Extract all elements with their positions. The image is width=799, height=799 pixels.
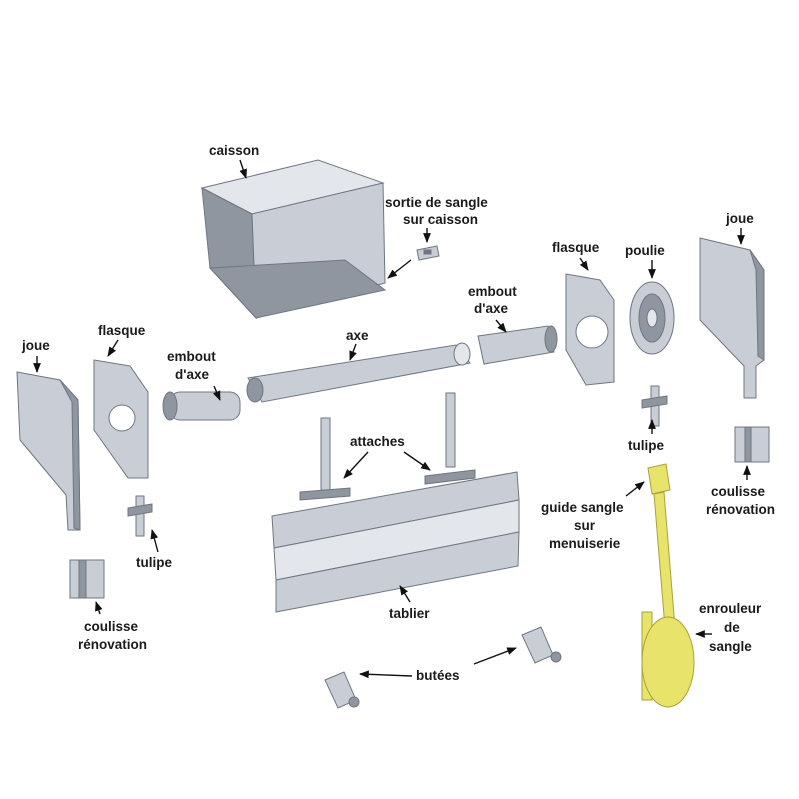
sortie-de-sangle-part [416,245,440,261]
flasque-left-part [93,359,149,479]
arrow-axe [349,343,357,361]
enrouleur-part [641,611,695,708]
label-poulie: poulie [625,243,665,258]
embout-left-part [162,391,241,421]
coulisse-left-part [69,559,105,599]
flasque-right-part [565,273,615,386]
arrow-tulipe-left [150,529,159,553]
caisson-part [200,159,387,320]
label-enrouleur-line2: de [724,620,740,635]
joue-right-part [699,237,765,399]
label-coulisse-right-line1: coulisse [711,484,766,499]
label-joue-right: joue [725,211,754,226]
joue-left-part [16,371,81,531]
arrow-sortie [387,259,412,279]
label-enrouleur-line3: sangle [709,639,752,654]
arrow-caisson [239,159,247,179]
arrow-butees-left [359,670,413,679]
label-guide-line3: menuiserie [549,536,621,551]
label-tulipe-right: tulipe [628,438,664,453]
label-sortie-line2: sur caisson [403,212,478,227]
label-axe: axe [346,328,369,343]
label-enrouleur-line1: enrouleur [699,601,762,616]
label-tulipe-left: tulipe [136,555,172,570]
label-flasque-right: flasque [552,240,600,255]
arrow-coulisse-left [95,601,103,615]
arrow-guide-sangle [625,481,645,497]
label-coulisse-left-line2: rénovation [78,637,147,652]
label-coulisse-right-line2: rénovation [706,502,775,517]
label-embout-left-line1: embout [167,349,216,364]
label-coulisse-left-line1: coulisse [84,619,139,634]
tulipe-right-part [641,385,668,427]
arrow-embout-left [212,385,221,401]
arrow-flasque-right [579,257,589,271]
axe-part [246,342,471,403]
butee-right-part [521,626,562,664]
label-guide-line1: guide sangle [541,500,624,515]
poulie-part [629,281,675,355]
label-joue-left: joue [21,338,50,353]
label-guide-line2: sur [574,518,596,533]
butee-left-part [324,671,360,709]
tablier-part [271,471,520,613]
attaches-part [299,392,476,501]
label-embout-left-line2: d'axe [175,367,209,382]
arrow-flasque-left [107,339,119,357]
tulipe-left-part [127,495,153,537]
arrow-attaches-left [343,451,369,479]
label-butees: butées [416,668,460,683]
label-flasque-left: flasque [98,323,146,338]
embout-right-part [477,325,558,365]
label-attaches: attaches [350,434,405,449]
label-tablier: tablier [389,606,430,621]
arrow-embout-right [495,319,507,333]
label-embout-right-line1: embout [468,284,517,299]
arrow-tablier [399,585,411,603]
guide-sangle-part [647,463,671,495]
coulisse-right-part [734,426,770,463]
arrow-butees-right [473,647,517,665]
label-caisson: caisson [209,143,259,158]
label-embout-right-line2: d'axe [474,301,508,316]
label-sortie-line1: sortie de sangle [385,195,488,210]
arrow-attaches-right [403,451,431,471]
